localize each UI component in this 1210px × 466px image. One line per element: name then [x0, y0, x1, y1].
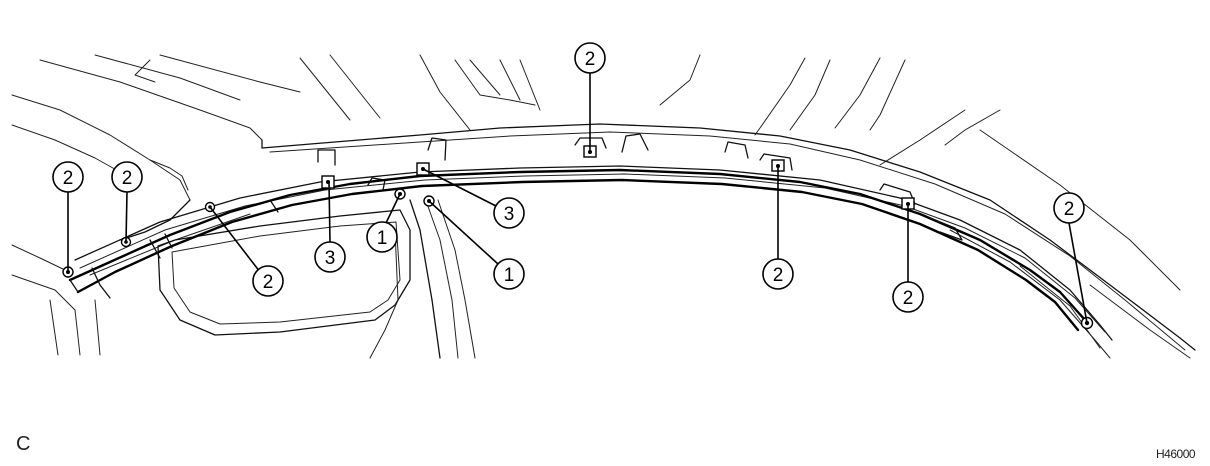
callout-1-right: 1	[428, 200, 525, 290]
callout-label: 2	[585, 49, 596, 70]
callout-2-center-right: 2	[762, 166, 794, 290]
curtain-airbag-assembly	[68, 168, 1087, 332]
callout-label: 1	[377, 228, 388, 249]
callout-label: 2	[263, 272, 274, 293]
callout-2-lower-left: 2	[209, 206, 284, 297]
callout-2-left-rear: 2	[52, 161, 84, 272]
callout-2-far-right: 2	[1053, 192, 1088, 324]
vehicle-body-outline	[11, 54, 1196, 359]
view-letter: C	[16, 433, 31, 455]
figure-code: H46000	[1156, 447, 1196, 461]
bolt-marker-group	[62, 145, 1094, 330]
callout-group: 2 2 2 3 1 1 3	[52, 42, 1088, 324]
callout-3-right: 3	[422, 168, 525, 229]
callout-label: 3	[325, 248, 336, 269]
callout-3-left: 3	[314, 181, 346, 273]
callout-label: 2	[1064, 199, 1075, 220]
callout-2-top-center: 2	[574, 42, 606, 152]
callout-label: 2	[903, 288, 914, 309]
callout-label: 2	[63, 168, 74, 189]
callout-1-left: 1	[366, 193, 401, 253]
callout-label: 3	[504, 204, 515, 225]
bolt-marker	[321, 175, 335, 189]
callout-2-right: 2	[892, 204, 924, 313]
callout-label: 2	[773, 265, 784, 286]
callout-label: 2	[122, 168, 133, 189]
callout-2-left-second: 2	[111, 161, 143, 243]
callout-label: 1	[504, 265, 515, 286]
